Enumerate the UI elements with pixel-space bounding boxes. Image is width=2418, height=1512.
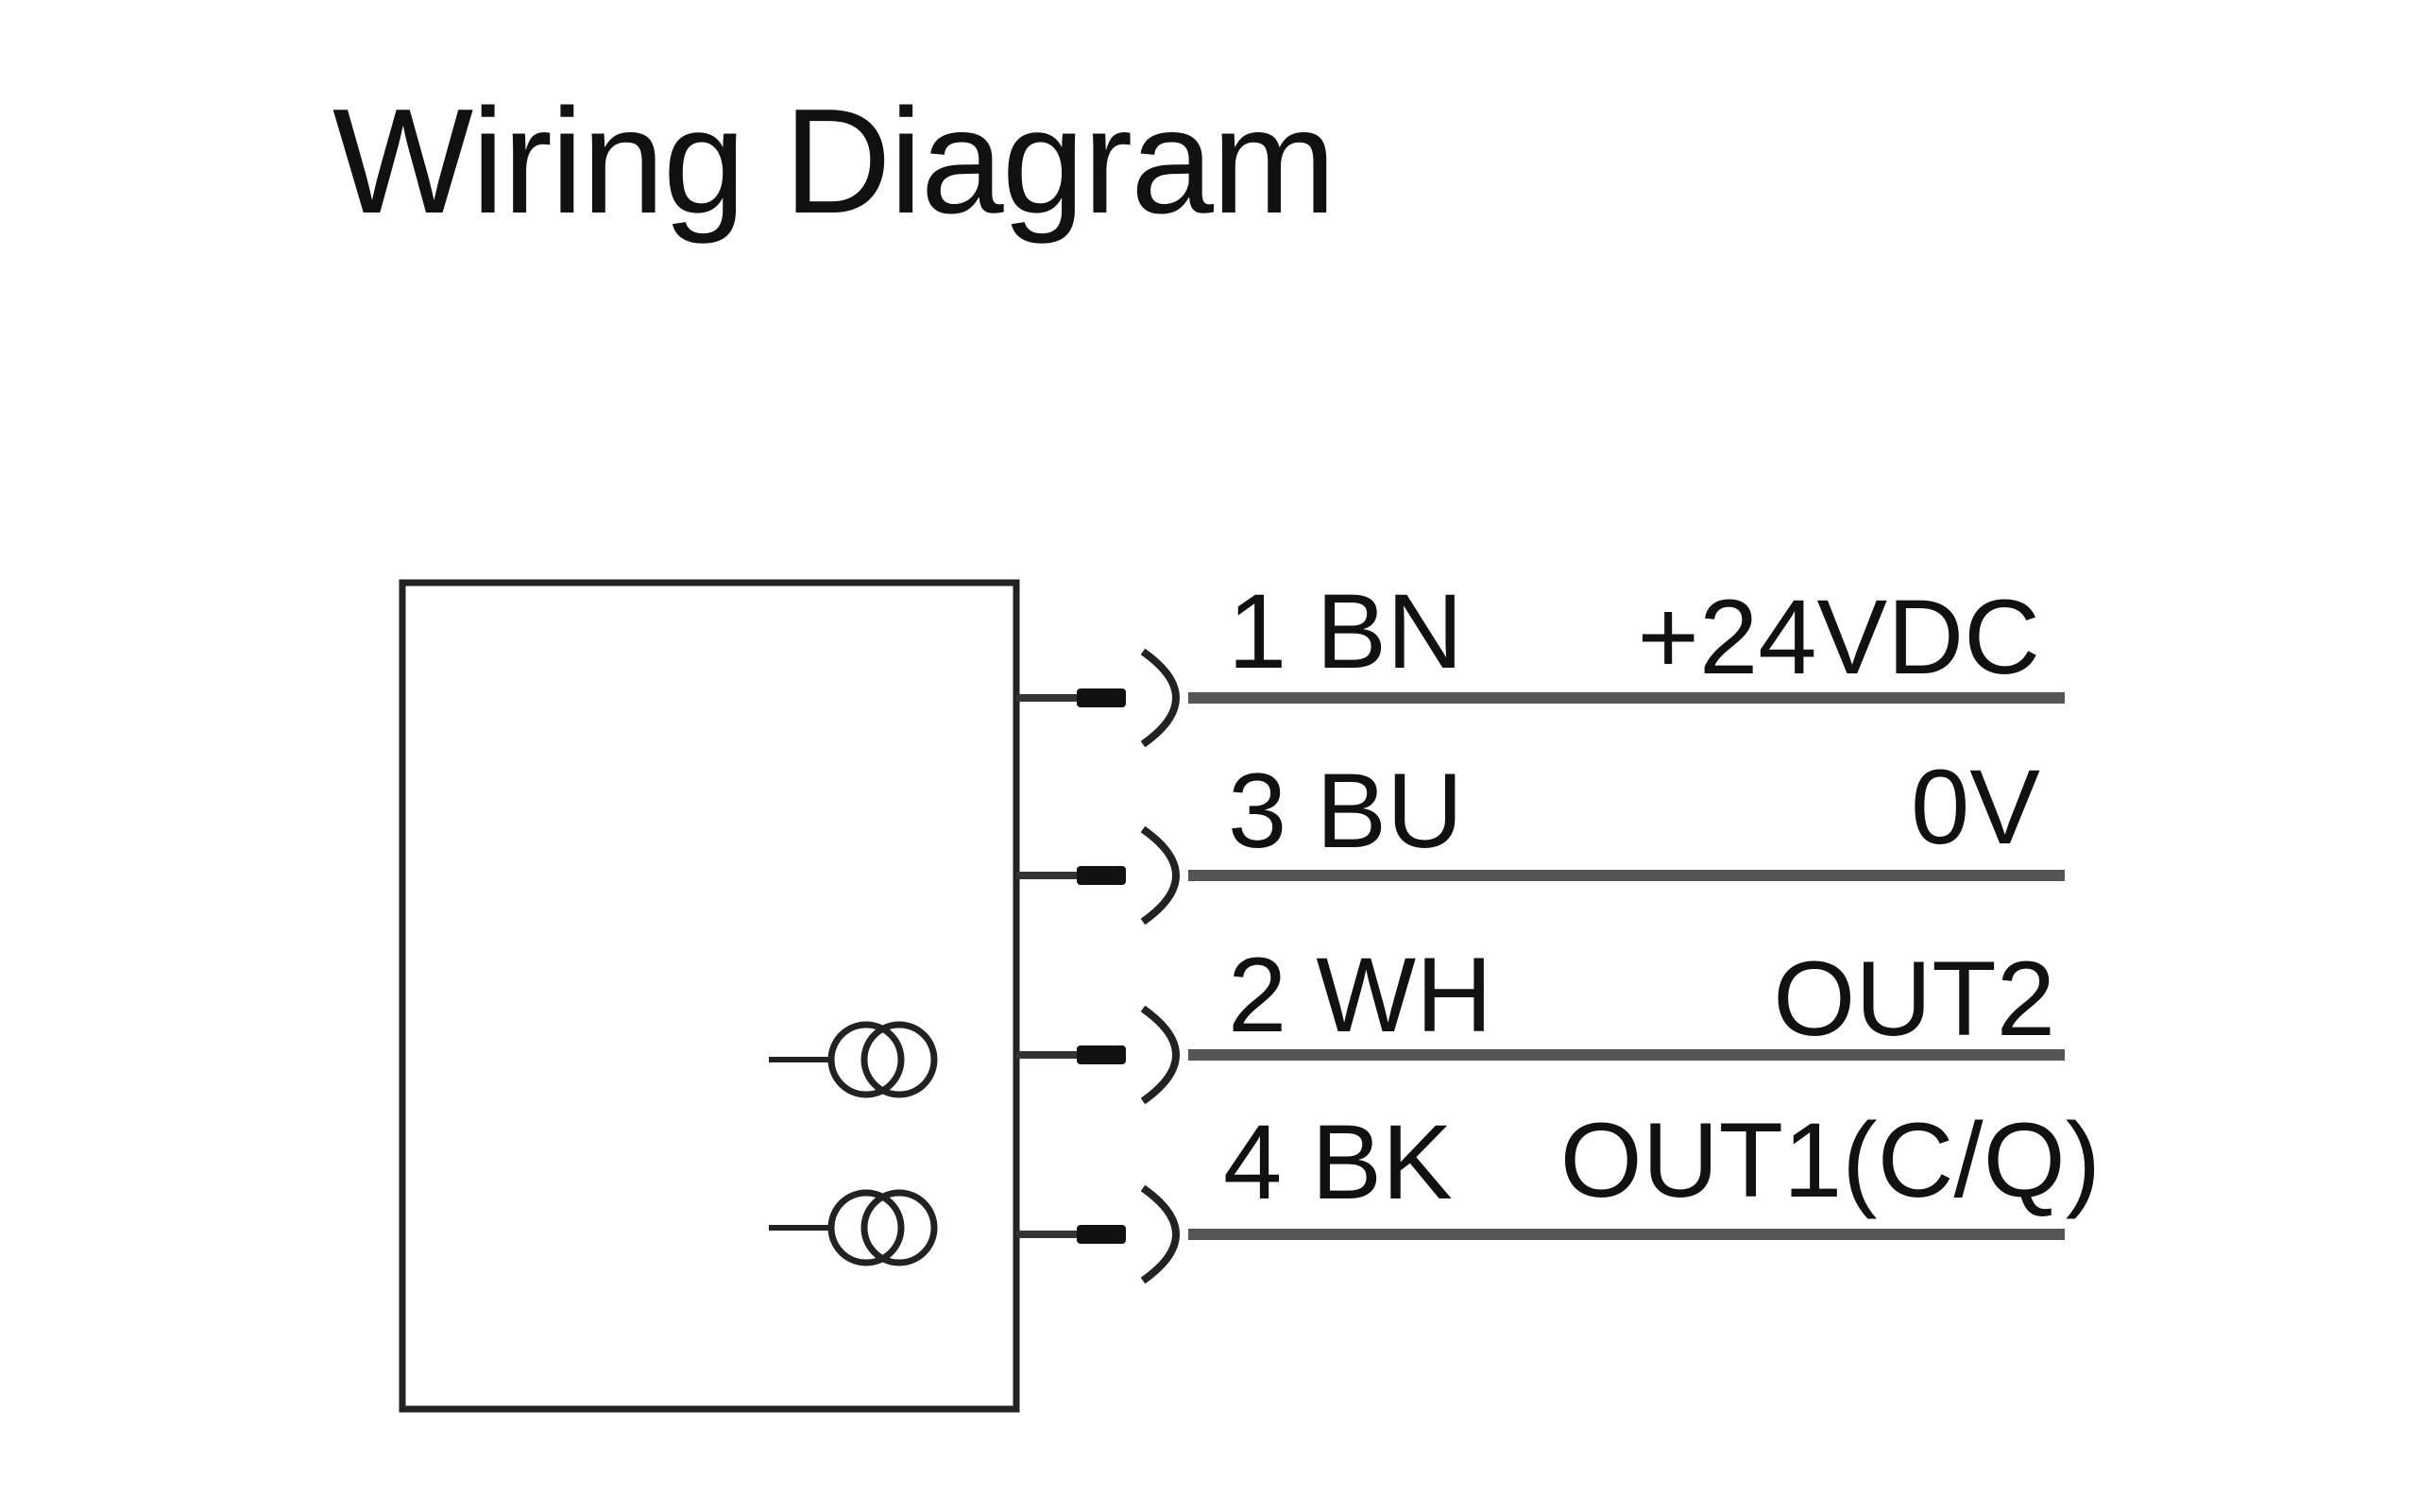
wire-row: 2 WH OUT2 <box>1016 936 2065 1105</box>
pin-marker <box>1077 1225 1126 1244</box>
page-title: Wiring Diagram <box>332 78 1337 245</box>
pin-marker <box>1077 866 1126 885</box>
pin-label: 3 BU <box>1228 752 1463 870</box>
wire-row: 3 BU 0V <box>1016 748 2065 926</box>
wire-row: 1 BN +24VDC <box>1016 572 2065 748</box>
double-circle-output-icon <box>769 1021 938 1098</box>
double-circle-output-icon <box>769 1189 938 1266</box>
connector-socket-icon <box>1140 1184 1180 1284</box>
connector-socket-icon <box>1140 1005 1180 1105</box>
signal-label: OUT2 <box>1773 940 2055 1058</box>
pin-marker <box>1077 688 1126 707</box>
connector-socket-icon <box>1140 825 1180 926</box>
signal-label: OUT1(C/Q) <box>1560 1101 2101 1219</box>
signal-label: +24VDC <box>1638 578 2040 696</box>
pin-label: 1 BN <box>1228 572 1463 690</box>
signal-label: 0V <box>1911 748 2040 866</box>
wire-row: 4 BK OUT1(C/Q) <box>1016 1101 2101 1284</box>
pin-label: 4 BK <box>1223 1103 1453 1221</box>
pin-label: 2 WH <box>1228 936 1492 1054</box>
connector-socket-icon <box>1140 648 1180 748</box>
sensor-body <box>399 579 1020 1413</box>
pin-marker <box>1077 1045 1126 1064</box>
